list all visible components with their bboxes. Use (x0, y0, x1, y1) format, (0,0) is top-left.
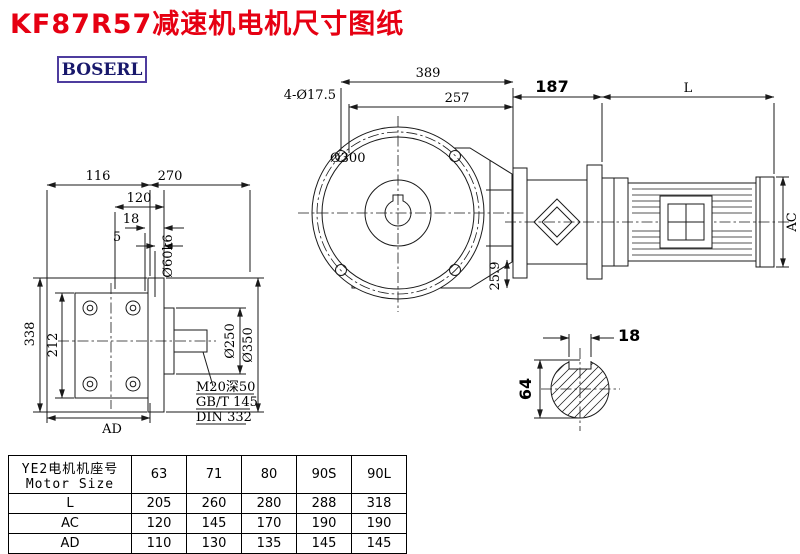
dim-250: Ø250 (176, 307, 246, 375)
dim-270-label: 270 (158, 169, 183, 184)
dim-350: Ø350 (166, 277, 264, 413)
dim-116-label: 116 (86, 169, 111, 184)
dim-257-label: 257 (445, 91, 470, 106)
dim-120: 120 (114, 190, 165, 289)
tap-hole-label: M20深50 (196, 380, 255, 395)
flange-holes-label: 4-Ø17.5 (284, 88, 336, 103)
dim-257: 257 (348, 91, 514, 153)
dim-187: 187 (512, 77, 603, 162)
table-cell: 170 (241, 513, 297, 534)
flange-hole (449, 150, 461, 162)
boserl-logo: BOSERL (57, 56, 147, 83)
bolt-circle-label: Ø300 (330, 151, 365, 166)
table-row-L: L 205 260 280 288 318 (8, 493, 407, 514)
table-cell: 280 (241, 493, 297, 514)
dim-18-side-label: 18 (123, 212, 140, 227)
frame-size-col: 63 (131, 455, 187, 494)
flange-hole (335, 264, 347, 276)
flange-hole (449, 264, 461, 276)
motor-assembly-view: 187 L AC (505, 77, 800, 280)
shaft-section-view: 18 64 (516, 326, 640, 431)
dim-AC: AC (776, 176, 800, 268)
table-cell: 318 (351, 493, 407, 514)
dim-key-width: 18 (543, 326, 640, 357)
table-cell: 120 (131, 513, 187, 534)
table-cell: 130 (186, 533, 242, 554)
dim-338-label: 338 (23, 322, 38, 347)
shaft-section-dia-label: 64 (516, 378, 535, 400)
dim-212: 212 (46, 292, 74, 399)
dim-270: 270 (149, 169, 251, 272)
standard-din-label: DIN 332 (196, 410, 252, 425)
table-row-AD: AD 110 130 135 145 145 (8, 533, 407, 554)
housing-outline (351, 147, 513, 289)
table-cell: 205 (131, 493, 187, 514)
table-header-row: YE2电机机座号 Motor Size 63 71 80 90S 90L (8, 455, 407, 494)
output-shaft (173, 329, 208, 353)
frame-size-col: 80 (241, 455, 297, 494)
dim-389: 389 (340, 66, 514, 168)
frame-size-col: 90L (351, 455, 407, 494)
dim-5: 5 (113, 230, 183, 297)
shaft-dia-label: Ø60k6 (161, 234, 176, 277)
dim-L: L (601, 81, 775, 174)
row-label: AC (8, 513, 132, 534)
dim-AD: AD (46, 403, 151, 437)
dim-187-label: 187 (535, 77, 568, 96)
row-label: L (8, 493, 132, 514)
header-cn: YE2电机机座号 (21, 461, 119, 477)
table-cell: 260 (186, 493, 242, 514)
gearbox-front-view: 389 257 4-Ø17.5 Ø300 25.9 (284, 66, 524, 312)
dim-250-label: Ø250 (223, 323, 238, 358)
header-en: Motor Size (25, 476, 115, 492)
boserl-logo-text: BOSERL (61, 59, 143, 80)
dim-25-9: 25.9 (488, 259, 510, 291)
dim-18-side: 18 (123, 212, 184, 291)
dim-shaft-dia: 64 (516, 359, 580, 419)
output-flange (147, 277, 165, 413)
gearbox-side-view: 116 270 120 18 (23, 169, 264, 437)
dim-350-label: Ø350 (241, 327, 256, 362)
table-cell: 190 (351, 513, 407, 534)
fan-cover (755, 176, 775, 268)
page-title: KF87R57减速机电机尺寸图纸 (10, 9, 405, 40)
coupling (533, 198, 581, 246)
table-cell: 190 (296, 513, 352, 534)
table-row-AC: AC 120 145 170 190 190 (8, 513, 407, 534)
flange-hole (335, 150, 347, 162)
dim-25-9-label: 25.9 (488, 262, 503, 291)
side-body (74, 292, 149, 399)
dim-AD-label: AD (101, 422, 122, 437)
frame-size-col: 71 (186, 455, 242, 494)
dim-L-label: L (684, 81, 693, 96)
table-cell: 288 (296, 493, 352, 514)
dim-212-label: 212 (46, 333, 61, 358)
frame-size-col: 90S (296, 455, 352, 494)
table-header-motor-size: YE2电机机座号 Motor Size (8, 455, 132, 494)
thread-spec: M20深50 GB/T 145 DIN 332 (196, 351, 258, 425)
dim-120-label: 120 (127, 191, 152, 206)
dim-5-label: 5 (113, 230, 121, 245)
motor-spec-table: YE2电机机座号 Motor Size 63 71 80 90S 90L L 2… (8, 455, 407, 554)
dim-AC-label: AC (785, 212, 800, 232)
row-label: AD (8, 533, 132, 554)
table-cell: 145 (351, 533, 407, 554)
dim-389-label: 389 (416, 66, 441, 81)
dim-338: 338 (23, 277, 147, 413)
standard-gb-label: GB/T 145 (196, 395, 258, 410)
table-cell: 145 (186, 513, 242, 534)
key-width-label: 18 (618, 326, 640, 345)
